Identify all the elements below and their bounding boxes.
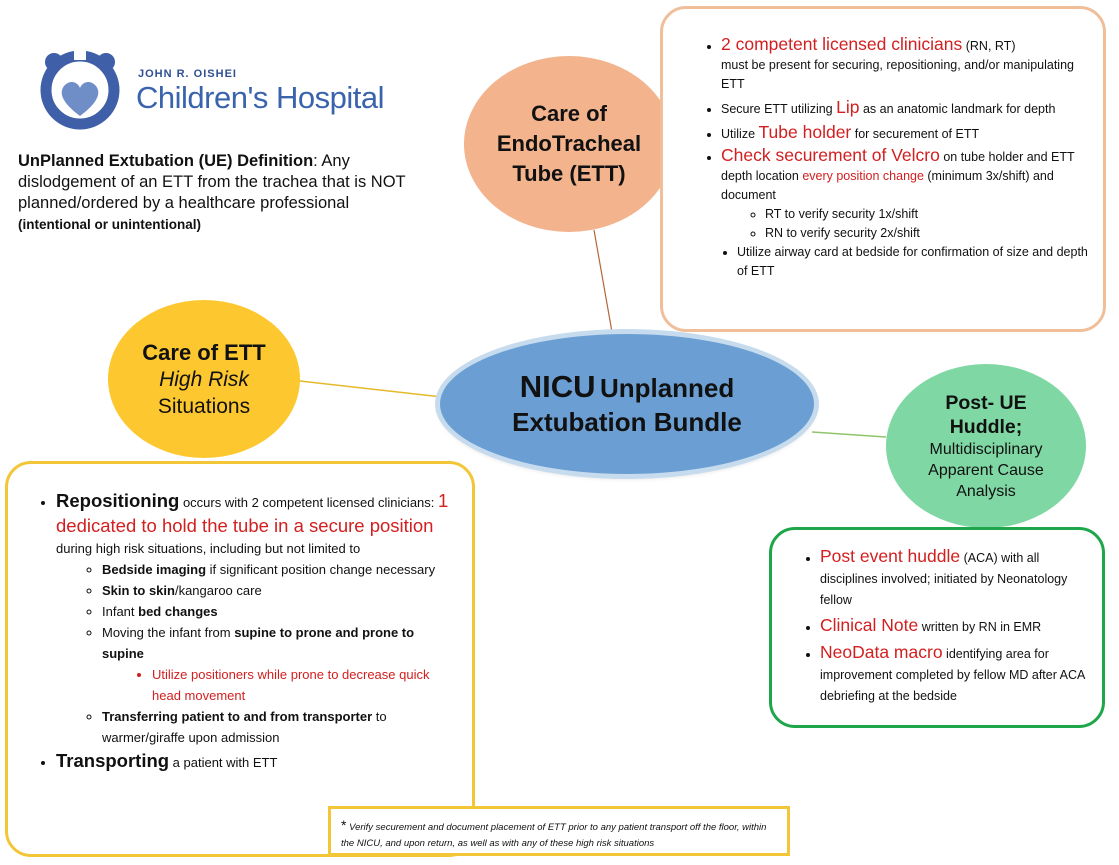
- high-risk-line2: High Risk: [159, 367, 249, 391]
- huddle-circle: Post- UE Huddle; Multidisciplinary Appar…: [886, 364, 1086, 528]
- center-line2: Extubation Bundle: [512, 407, 742, 437]
- definition-text: : Any dislodgement of an ETT from the tr…: [18, 152, 406, 212]
- ett-item-1: 2 competent licensed clinicians (RN, RT)…: [721, 35, 1089, 94]
- definition-title: UnPlanned Extubation (UE) Definition: [18, 152, 314, 170]
- ett-care-box: 2 competent licensed clinicians (RN, RT)…: [660, 6, 1106, 332]
- huddle-item-post-event: Post event huddle (ACA) with all discipl…: [820, 546, 1090, 611]
- center-line1a: NICU: [519, 369, 596, 404]
- ett-item-4: Check securement of Velcro on tube holde…: [721, 146, 1089, 243]
- hospital-logo: [34, 44, 394, 130]
- huddle-line3: Multidisciplinary: [929, 440, 1043, 458]
- risk-subitem-transfer: Transferring patient to and from transpo…: [102, 706, 456, 748]
- care-ett-line2: EndoTracheal: [496, 131, 642, 156]
- footnote-star: *: [341, 817, 347, 833]
- huddle-box: Post event huddle (ACA) with all discipl…: [769, 527, 1105, 728]
- family-heart-icon: [40, 46, 120, 130]
- high-risk-line3: Situations: [157, 394, 251, 418]
- line-huddle: [811, 431, 887, 438]
- risk-subitem-skin: Skin to skin/kangaroo care: [102, 580, 456, 601]
- risk-subitem-positioners: Utilize positioners while prone to decre…: [152, 664, 456, 706]
- huddle-line2: Huddle;: [949, 415, 1023, 438]
- high-risk-box: Repositioning occurs with 2 competent li…: [5, 461, 475, 857]
- care-ett-line3: Tube (ETT): [512, 161, 626, 186]
- ett-subitem-rn: RN to verify security 2x/shift: [765, 224, 1089, 243]
- high-risk-line1: Care of ETT: [142, 339, 266, 365]
- center-line1b: Unplanned: [599, 373, 735, 403]
- bundle-center-ellipse: NICU Unplanned Extubation Bundle: [440, 334, 814, 474]
- ue-definition: UnPlanned Extubation (UE) Definition: An…: [18, 151, 448, 235]
- risk-subitem-bed: Infant bed changes: [102, 601, 456, 622]
- risk-item-transporting: Transporting a patient with ETT: [56, 750, 456, 773]
- huddle-item-clinical-note: Clinical Note written by RN in EMR: [820, 615, 1090, 638]
- huddle-item-neodata: NeoData macro identifying area for impro…: [820, 642, 1090, 707]
- logo-main-text: Children's Hospital: [136, 80, 384, 115]
- footnote-text: Verify securement and document placement…: [341, 822, 767, 849]
- high-risk-circle: Care of ETT High Risk Situations: [108, 300, 300, 458]
- huddle-line4: Apparent Cause: [928, 461, 1044, 479]
- huddle-line1: Post- UE: [945, 391, 1027, 414]
- line-care-ett: [593, 229, 613, 333]
- ett-item-2: Secure ETT utilizing Lip as an anatomic …: [721, 98, 1089, 119]
- risk-subitem-moving: Moving the infant from supine to prone a…: [102, 622, 456, 706]
- ett-subitem-rt: RT to verify security 1x/shift: [765, 205, 1089, 224]
- line-high-risk: [299, 380, 443, 398]
- transport-footnote: * Verify securement and document placeme…: [328, 806, 790, 856]
- huddle-line5: Analysis: [956, 482, 1016, 500]
- logo-small-text: JOHN R. OISHEI: [138, 68, 237, 80]
- risk-item-repositioning: Repositioning occurs with 2 competent li…: [56, 488, 456, 748]
- care-ett-circle: Care of EndoTracheal Tube (ETT): [464, 56, 674, 232]
- definition-note: (intentional or unintentional): [18, 217, 201, 232]
- risk-subitem-imaging: Bedside imaging if significant position …: [102, 559, 456, 580]
- ett-item-3: Utilize Tube holder for securement of ET…: [721, 123, 1089, 144]
- ett-item-5: Utilize airway card at bedside for confi…: [737, 243, 1089, 281]
- care-ett-line1: Care of: [531, 101, 607, 126]
